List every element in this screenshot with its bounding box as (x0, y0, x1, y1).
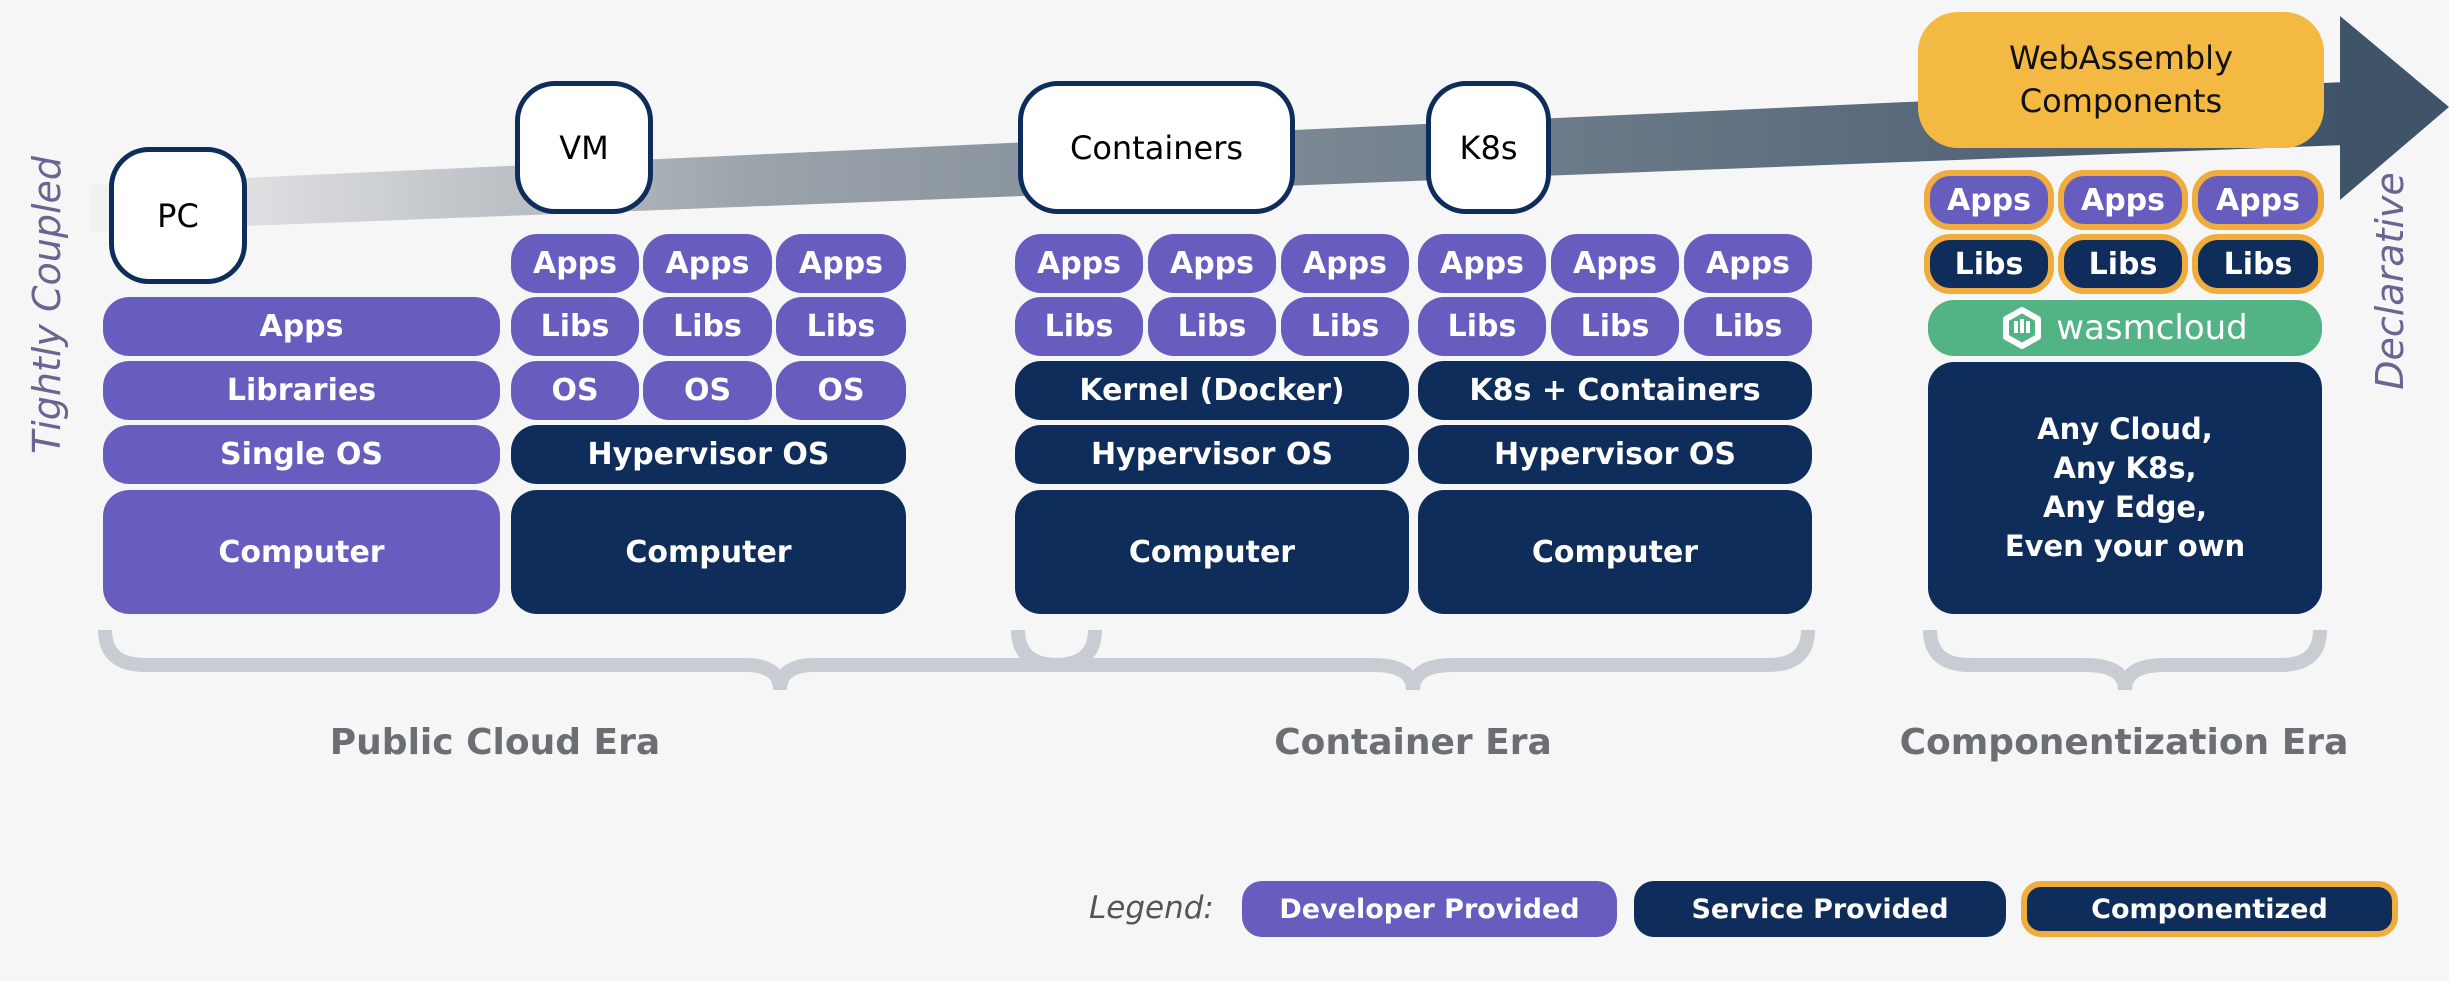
vm-os: OS (776, 361, 906, 420)
era-componentization: Componentization Era (1899, 722, 2349, 763)
pc-libraries: Libraries (103, 361, 500, 420)
k8s-libs: Libs (1418, 297, 1546, 356)
stage-containers: Containers (1018, 81, 1295, 214)
wasm-apps: Apps (2058, 170, 2188, 230)
arrow-head (2340, 16, 2449, 200)
containers-libs: Libs (1015, 297, 1143, 356)
vm-libs: Libs (511, 297, 639, 356)
containers-libs: Libs (1281, 297, 1409, 356)
k8s-apps: Apps (1551, 234, 1679, 293)
wasmcloud-wordmark: wasmcloud (2056, 308, 2248, 348)
vm-hypervisor: Hypervisor OS (511, 425, 906, 484)
k8s-hypervisor: Hypervisor OS (1418, 425, 1812, 484)
legend-developer-provided: Developer Provided (1242, 881, 1617, 937)
vm-libs: Libs (643, 297, 772, 356)
k8s-apps: Apps (1418, 234, 1546, 293)
containers-hypervisor: Hypervisor OS (1015, 425, 1409, 484)
containers-apps: Apps (1015, 234, 1143, 293)
containers-libs: Libs (1148, 297, 1276, 356)
k8s-computer: Computer (1418, 490, 1812, 614)
wasm-libs: Libs (2192, 234, 2324, 294)
containers-kernel: Kernel (Docker) (1015, 361, 1409, 420)
axis-label-declarative: Declarative (2368, 172, 2412, 390)
containers-apps: Apps (1148, 234, 1276, 293)
vm-os: OS (643, 361, 772, 420)
era-brackets (98, 629, 2327, 691)
k8s-runtime: K8s + Containers (1418, 361, 1812, 420)
legend-label: Legend: (1089, 890, 1214, 926)
wasmcloud-logo-icon (2003, 307, 2042, 349)
pc-apps: Apps (103, 297, 500, 356)
containers-apps: Apps (1281, 234, 1409, 293)
vm-os: OS (511, 361, 639, 420)
stage-pc: PC (109, 147, 247, 284)
vm-apps: Apps (643, 234, 772, 293)
vm-apps: Apps (511, 234, 639, 293)
wasm-apps: Apps (2192, 170, 2324, 230)
k8s-libs: Libs (1684, 297, 1812, 356)
wasm-apps: Apps (1924, 170, 2054, 230)
vm-libs: Libs (776, 297, 906, 356)
legend-service-provided: Service Provided (1634, 881, 2006, 937)
legend-componentized: Componentized (2021, 881, 2398, 937)
stage-webassembly-components: WebAssembly Components (1918, 12, 2324, 148)
pc-os: Single OS (103, 425, 500, 484)
wasm-libs: Libs (1924, 234, 2054, 294)
era-container: Container Era (1274, 722, 1552, 763)
stage-vm: VM (515, 81, 653, 214)
k8s-apps: Apps (1684, 234, 1812, 293)
era-public-cloud: Public Cloud Era (329, 722, 661, 763)
wasm-libs: Libs (2058, 234, 2188, 294)
containers-computer: Computer (1015, 490, 1409, 614)
stage-k8s: K8s (1426, 81, 1551, 214)
vm-computer: Computer (511, 490, 906, 614)
vm-apps: Apps (776, 234, 906, 293)
axis-label-tightly-coupled: Tightly Coupled (25, 155, 69, 455)
pc-computer: Computer (103, 490, 500, 614)
wasmcloud-platform: wasmcloud (1928, 300, 2322, 356)
wasm-any-host: Any Cloud, Any K8s, Any Edge, Even your … (1928, 362, 2322, 614)
k8s-libs: Libs (1551, 297, 1679, 356)
